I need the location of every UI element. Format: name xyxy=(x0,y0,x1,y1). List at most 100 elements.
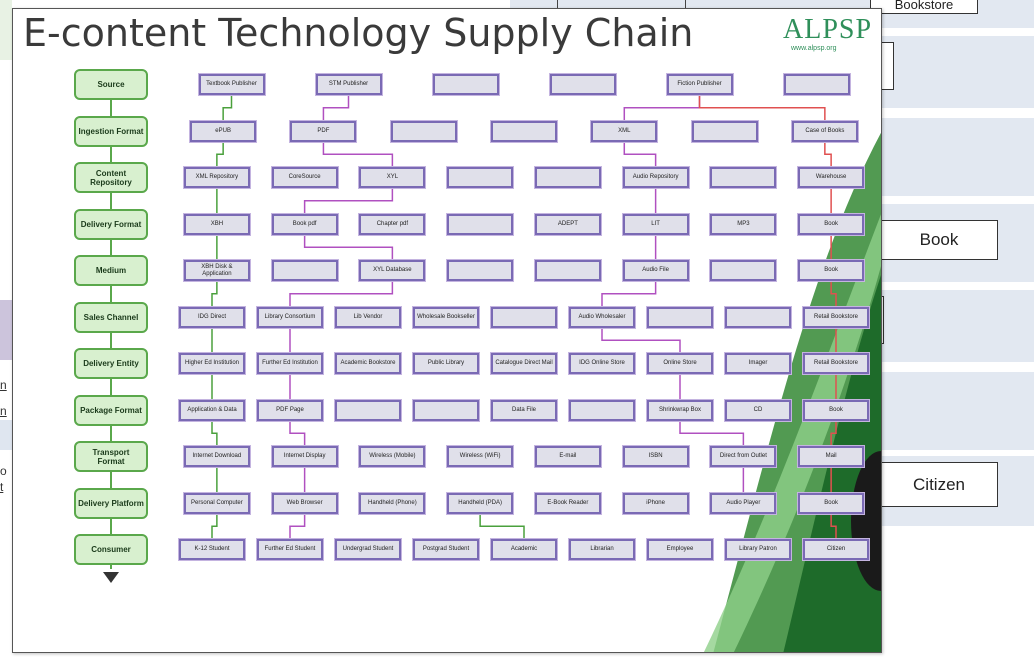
supply-chain-node: Audio File xyxy=(621,259,690,282)
supply-chain-node: Citizen xyxy=(802,538,870,561)
supply-chain-node: Wholesale Bookseller xyxy=(412,305,480,329)
supply-chain-node: Public Library xyxy=(412,352,480,375)
background-band xyxy=(880,118,1034,196)
supply-chain-node xyxy=(389,119,458,143)
supply-chain-node: XYL Database xyxy=(358,259,427,282)
supply-chain-node xyxy=(446,259,515,282)
supply-chain-node xyxy=(533,259,602,282)
supply-chain-node: Handheld (Phone) xyxy=(358,491,427,515)
connector-line xyxy=(698,95,826,121)
supply-chain-node: MP3 xyxy=(709,212,778,236)
supply-chain-node: IDG Direct xyxy=(178,305,246,329)
logo-url: www.alpsp.org xyxy=(791,45,837,52)
connector-line xyxy=(322,141,394,167)
stage-box: Consumer xyxy=(74,534,148,565)
background-strip xyxy=(0,0,12,60)
citizen-label: Citizen xyxy=(913,474,965,494)
supply-chain-node: XYL xyxy=(358,166,427,189)
supply-chain-node: Application & Data xyxy=(178,398,246,422)
supply-chain-node xyxy=(568,398,636,422)
supply-chain-node: Audio Wholesaler xyxy=(568,305,636,329)
supply-chain-node: iPhone xyxy=(621,491,690,515)
supply-chain-node: XBH Disk & Application xyxy=(182,259,251,282)
supply-chain-node: Wireless (Mobile) xyxy=(358,445,427,468)
supply-chain-node xyxy=(431,73,500,96)
supply-chain-node: Web Browser xyxy=(270,491,339,515)
supply-chain-node: Internet Download xyxy=(182,445,251,468)
supply-chain-node: Academic xyxy=(490,538,558,561)
supply-chain-node xyxy=(709,166,778,189)
supply-chain-node: Book xyxy=(797,259,866,282)
alpsp-logo: ALPSP www.alpsp.org xyxy=(783,15,873,55)
stage-box: Medium xyxy=(74,255,148,286)
supply-chain-node: Chapter pdf xyxy=(358,212,427,236)
supply-chain-node xyxy=(270,259,339,282)
supply-chain-node: Higher Ed Institution xyxy=(178,352,246,375)
supply-chain-node: Internet Display xyxy=(270,445,339,468)
supply-chain-node xyxy=(548,73,617,96)
logo-text: ALPSP xyxy=(783,14,873,45)
connector-line xyxy=(830,420,837,446)
supply-chain-node: Lib Vendor xyxy=(334,305,402,329)
connector-line xyxy=(216,141,224,167)
supply-chain-node: Audio Player xyxy=(709,491,778,515)
supply-chain-node: Data File xyxy=(490,398,558,422)
supply-chain-node xyxy=(646,305,714,329)
supply-chain-node: XML Repository xyxy=(182,166,251,189)
supply-chain-node: Imager xyxy=(724,352,792,375)
link-lines xyxy=(211,95,837,539)
supply-chain-node: Warehouse xyxy=(797,166,866,189)
supply-chain-node: Mail xyxy=(797,445,866,468)
supply-chain-node: Retail Bookstore xyxy=(802,352,870,375)
stage-box: Sales Channel xyxy=(74,301,148,333)
book-box: Book xyxy=(880,220,998,260)
supply-chain-node: IDG Online Store xyxy=(568,352,636,375)
supply-chain-node: Direct from Outlet xyxy=(709,445,778,468)
supply-chain-node: Catalogue Direct Mail xyxy=(490,352,558,375)
supply-chain-node: Textbook Publisher xyxy=(197,73,266,96)
bookstore-box: Bookstore xyxy=(870,0,978,14)
supply-chain-node xyxy=(690,119,759,143)
citizen-box: Citizen xyxy=(880,462,998,507)
connector-line xyxy=(211,513,218,539)
supply-chain-node xyxy=(724,305,792,329)
supply-chain-node: Personal Computer xyxy=(182,491,251,515)
left-fragment: n xyxy=(0,404,7,418)
connector-line xyxy=(303,188,394,214)
supply-chain-node: LIT xyxy=(621,212,690,236)
supply-chain-node: Wireless (WiFi) xyxy=(446,445,515,468)
supply-chain-node: Academic Bookstore xyxy=(334,352,402,375)
supply-chain-node: Retail Bookstore xyxy=(802,305,870,329)
connector-line xyxy=(211,420,218,446)
supply-chain-node: Further Ed Student xyxy=(256,538,324,561)
background-band xyxy=(880,372,1034,450)
supply-chain-node xyxy=(334,398,402,422)
connector-line xyxy=(289,281,394,307)
stage-box: Delivery Entity xyxy=(74,348,148,379)
supply-chain-node: CoreSource xyxy=(270,166,339,189)
supply-chain-node: Case of Books xyxy=(790,119,859,143)
connector-line xyxy=(830,513,837,539)
stage-box: Ingestion Format xyxy=(74,115,148,147)
background-band xyxy=(880,290,1034,362)
supply-chain-node: Book xyxy=(797,491,866,515)
connector-line xyxy=(222,95,233,121)
supply-chain-node: Library Consortium xyxy=(256,305,324,329)
supply-chain-node: ADEPT xyxy=(533,212,602,236)
supply-chain-node xyxy=(446,212,515,236)
supply-chain-node: E-Book Reader xyxy=(533,491,602,515)
supply-chain-node: Online Store xyxy=(646,352,714,375)
slide[interactable]: E-content Technology Supply Chain ALPSP … xyxy=(12,8,882,653)
left-fragment: n xyxy=(0,378,7,392)
connector-line xyxy=(479,513,525,539)
connector-line xyxy=(303,234,394,260)
supply-chain-node: STM Publisher xyxy=(314,73,383,96)
supply-chain-node: Undergrad Student xyxy=(334,538,402,561)
supply-chain-node: E-mail xyxy=(533,445,602,468)
supply-chain-node: Book xyxy=(797,212,866,236)
connector-line xyxy=(623,141,657,167)
stage-box: Source xyxy=(74,69,148,100)
connector-line xyxy=(289,420,306,446)
supply-chain-node xyxy=(490,305,558,329)
left-fragment: t xyxy=(0,480,4,494)
